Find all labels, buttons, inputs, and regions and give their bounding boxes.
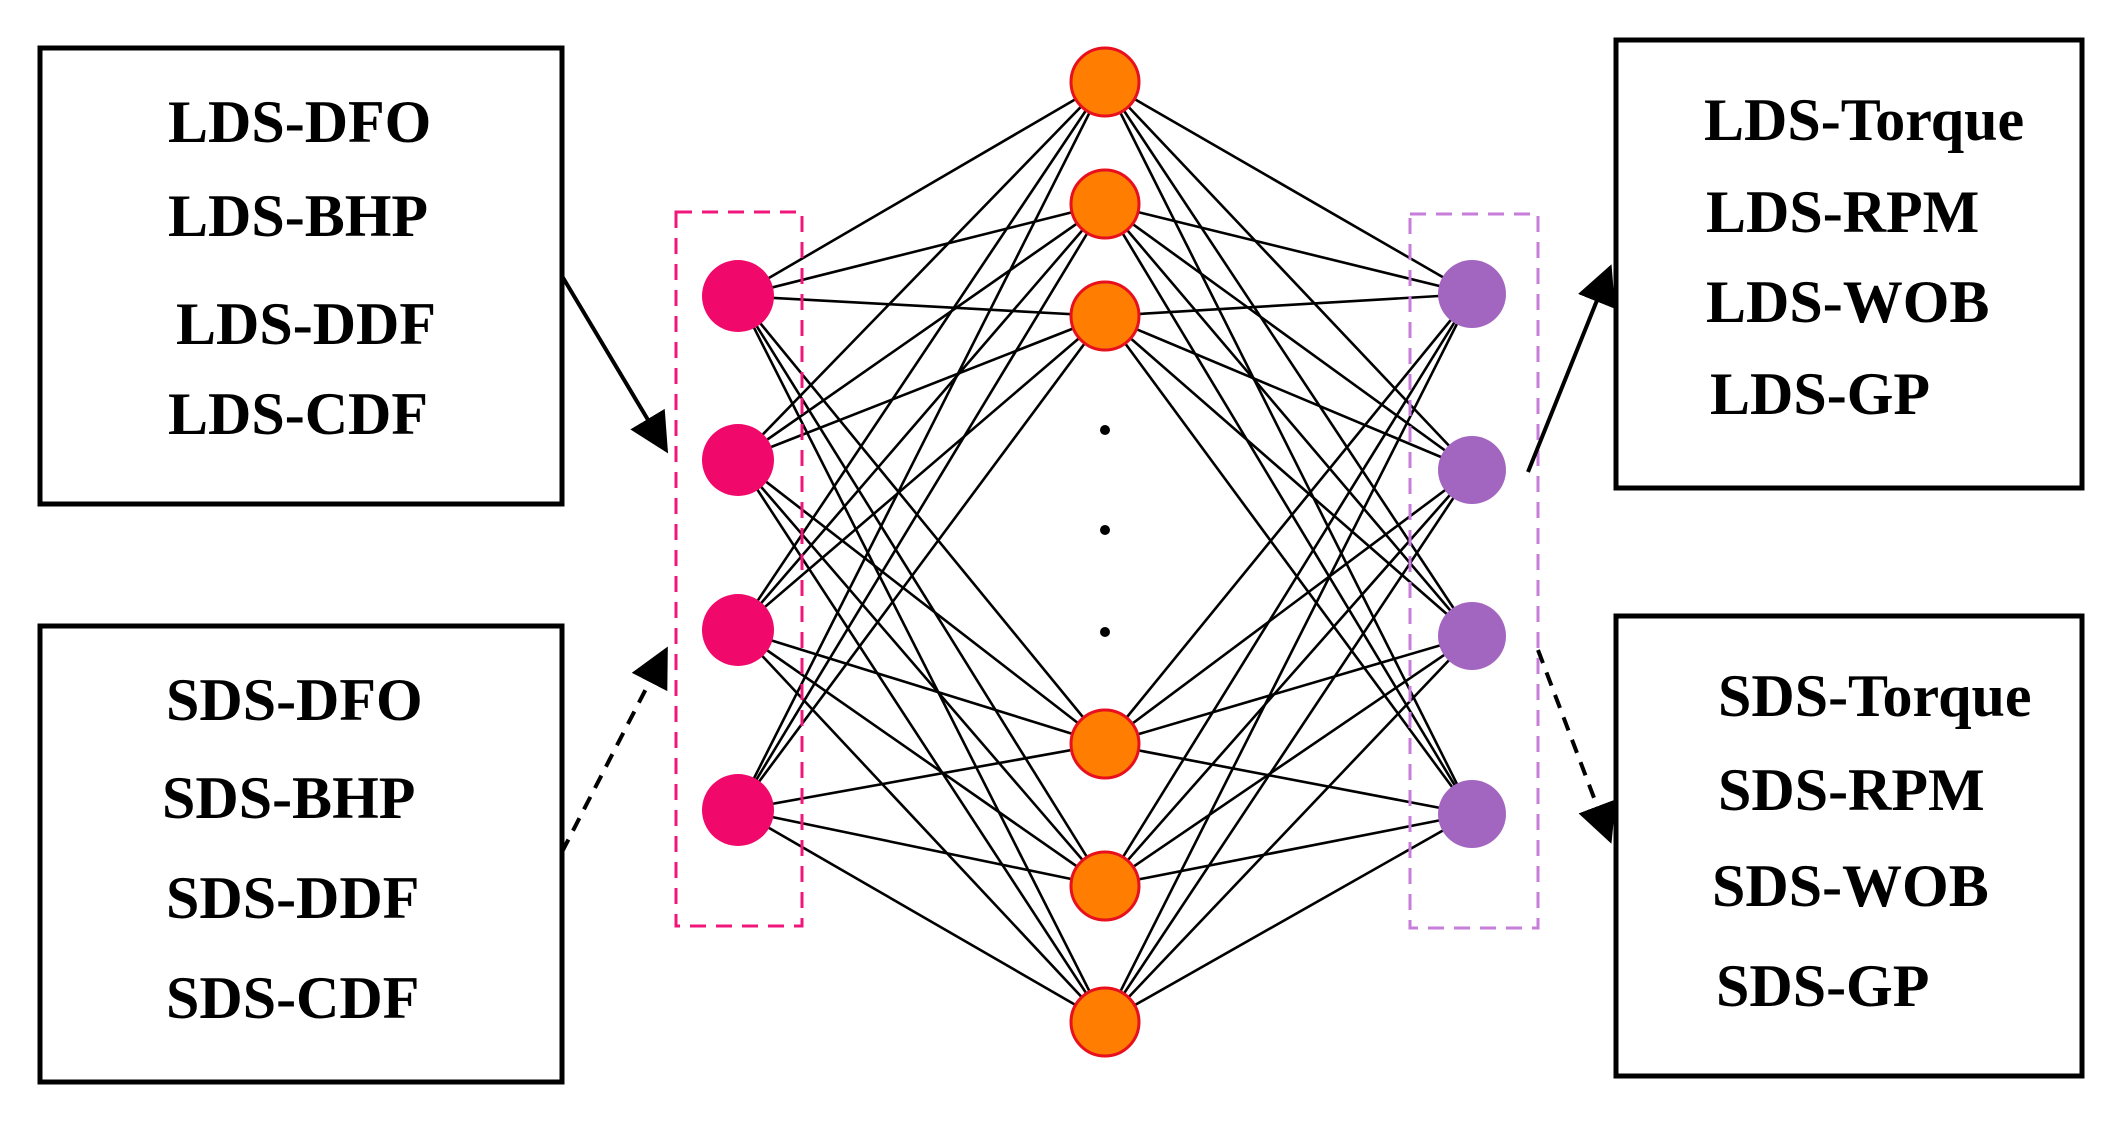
input-hidden-edge (737, 628, 1106, 746)
input-box-lds: LDS-DFO LDS-BHP LDS-DDF LDS-CDF (37, 45, 565, 507)
arrow-sds-input (560, 646, 668, 853)
output-label: SDS-WOB (1712, 853, 1989, 919)
input-box-sds: SDS-DFO SDS-BHP SDS-DDF SDS-CDF (37, 623, 565, 1085)
input-node (702, 424, 774, 496)
output-box-lds: LDS-Torque LDS-RPM LDS-WOB LDS-GP (1613, 37, 2085, 491)
hidden-node (1069, 280, 1141, 352)
hidden-output-edge (1104, 203, 1473, 637)
input-label: LDS-CDF (168, 381, 428, 447)
hidden-output-edge (1103, 293, 1474, 745)
hidden-output-edge (1104, 202, 1473, 472)
arrow-lds-input (560, 274, 669, 454)
input-node (702, 594, 774, 666)
input-hidden-edge (736, 295, 1107, 745)
input-hidden-edge (737, 629, 1106, 1023)
hidden-output-edge (1103, 469, 1474, 1023)
input-hidden-edge (737, 81, 1106, 461)
input-hidden-edge (737, 314, 1106, 462)
input-hidden-edge (737, 459, 1106, 887)
output-layer-frame (1408, 212, 1540, 930)
output-box-sds-frame (1613, 613, 2085, 1079)
input-hidden-edge (737, 458, 1106, 746)
input-hidden-edge (736, 315, 1107, 811)
hidden-output-edge (1104, 742, 1473, 816)
output-label: SDS-GP (1716, 953, 1929, 1019)
input-label: SDS-DDF (166, 865, 419, 931)
input-label: LDS-DDF (176, 291, 436, 357)
input-hidden-edge (737, 628, 1106, 888)
hidden-output-edge (1104, 634, 1473, 888)
ellipsis-dot (1100, 425, 1110, 435)
input-box-lds-frame (37, 45, 565, 507)
input-hidden-edge (736, 81, 1107, 811)
network-nodes (702, 46, 1506, 1058)
input-node (702, 260, 774, 332)
input-box-sds-frame (37, 623, 565, 1085)
input-hidden-edge (736, 203, 1107, 811)
input-hidden-edge (737, 202, 1106, 462)
output-label: SDS-Torque (1718, 663, 2031, 729)
input-hidden-edge (736, 295, 1107, 887)
output-box-sds: SDS-Torque SDS-RPM SDS-WOB SDS-GP (1613, 613, 2085, 1079)
output-label: SDS-RPM (1718, 757, 1985, 823)
output-label: LDS-RPM (1706, 179, 1979, 245)
input-label: SDS-CDF (166, 965, 419, 1031)
arrow-lds-output (1526, 264, 1616, 473)
input-hidden-edge (737, 202, 1106, 298)
hidden-node (1069, 986, 1141, 1058)
input-hidden-edge (737, 808, 1106, 888)
hidden-output-edge (1104, 812, 1473, 1024)
arrow-sds-output (1536, 649, 1616, 844)
hidden-node (1069, 46, 1141, 118)
input-hidden-edge (737, 315, 1106, 631)
hidden-output-edge (1104, 81, 1473, 471)
hidden-output-edge (1104, 314, 1473, 472)
input-hidden-edge (736, 459, 1107, 1023)
hidden-node (1069, 168, 1141, 240)
input-hidden-edge (736, 81, 1107, 631)
input-label: LDS-DFO (168, 89, 431, 155)
output-label: LDS-WOB (1706, 269, 1989, 335)
output-node (1438, 260, 1506, 328)
hidden-output-edge (1103, 203, 1474, 815)
hidden-node (1069, 708, 1141, 780)
input-label: SDS-DFO (166, 667, 423, 733)
hidden-output-edge (1104, 80, 1473, 296)
input-hidden-edge (737, 80, 1106, 298)
ellipsis-dot (1100, 627, 1110, 637)
output-box-lds-frame (1613, 37, 2085, 491)
output-node (1438, 780, 1506, 848)
output-node (1438, 602, 1506, 670)
output-node (1438, 436, 1506, 504)
output-label: LDS-Torque (1704, 87, 2024, 153)
input-hidden-edge (737, 203, 1106, 631)
hidden-output-edge (1104, 202, 1473, 296)
hidden-layer-ellipsis (1100, 425, 1110, 637)
input-hidden-edge (737, 294, 1106, 318)
ellipsis-dot (1100, 525, 1110, 535)
hidden-output-edge (1104, 635, 1473, 1023)
hidden-output-edge (1104, 634, 1473, 746)
hidden-node (1069, 850, 1141, 922)
hidden-output-edge (1103, 315, 1474, 815)
input-layer-frame (674, 210, 804, 928)
input-label: LDS-BHP (168, 183, 428, 249)
input-hidden-edge (737, 808, 1106, 1024)
hidden-output-edge (1103, 293, 1474, 887)
input-label: SDS-BHP (162, 765, 415, 831)
input-node (702, 774, 774, 846)
input-hidden-edge (737, 742, 1106, 812)
hidden-output-edge (1103, 293, 1474, 1023)
output-label: LDS-GP (1710, 361, 1930, 427)
